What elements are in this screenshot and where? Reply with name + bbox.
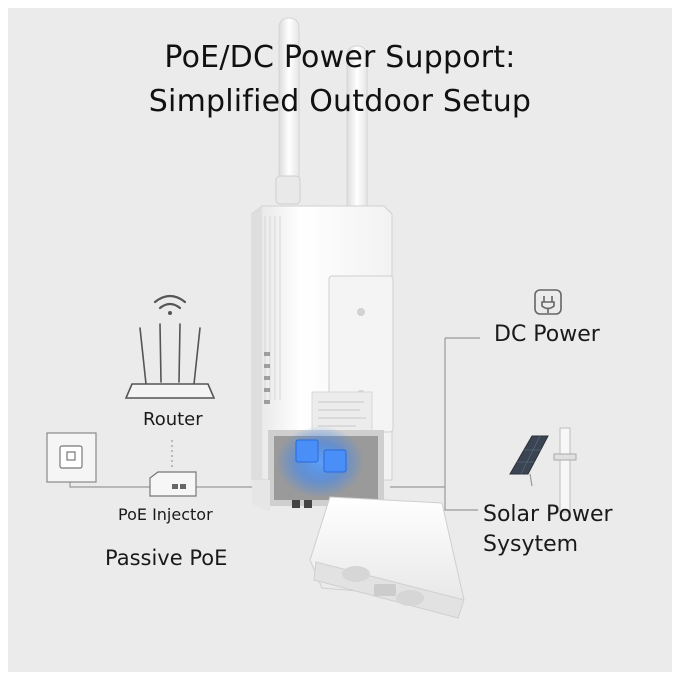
power-vertical-line bbox=[444, 338, 478, 511]
solar-power-label: Solar Power Sysytem bbox=[483, 500, 613, 560]
title-line-1: PoE/DC Power Support: bbox=[164, 40, 516, 75]
poe-injector-icon bbox=[149, 471, 197, 497]
antenna-left bbox=[275, 17, 301, 205]
router-icon bbox=[124, 323, 216, 399]
port-glow bbox=[276, 426, 364, 498]
title-line-2: Simplified Outdoor Setup bbox=[148, 84, 532, 119]
router-label: Router bbox=[143, 409, 203, 430]
port-cover bbox=[309, 496, 465, 619]
dc-power-label: DC Power bbox=[494, 322, 600, 347]
passive-poe-label: Passive PoE bbox=[105, 546, 228, 570]
poe-injector-label: PoE Injector bbox=[118, 505, 213, 524]
power-outlet-icon bbox=[46, 432, 97, 483]
solar-panel-icon bbox=[509, 427, 577, 513]
wifi-icon bbox=[153, 294, 187, 315]
dc-plug-icon bbox=[534, 289, 562, 315]
ethernet-port-1 bbox=[295, 439, 319, 463]
solar-label-line-1: Solar Power bbox=[483, 502, 613, 527]
ethernet-port-2 bbox=[323, 449, 347, 473]
solar-label-line-2: Sysytem bbox=[483, 532, 579, 557]
outdoor-device bbox=[251, 205, 394, 512]
